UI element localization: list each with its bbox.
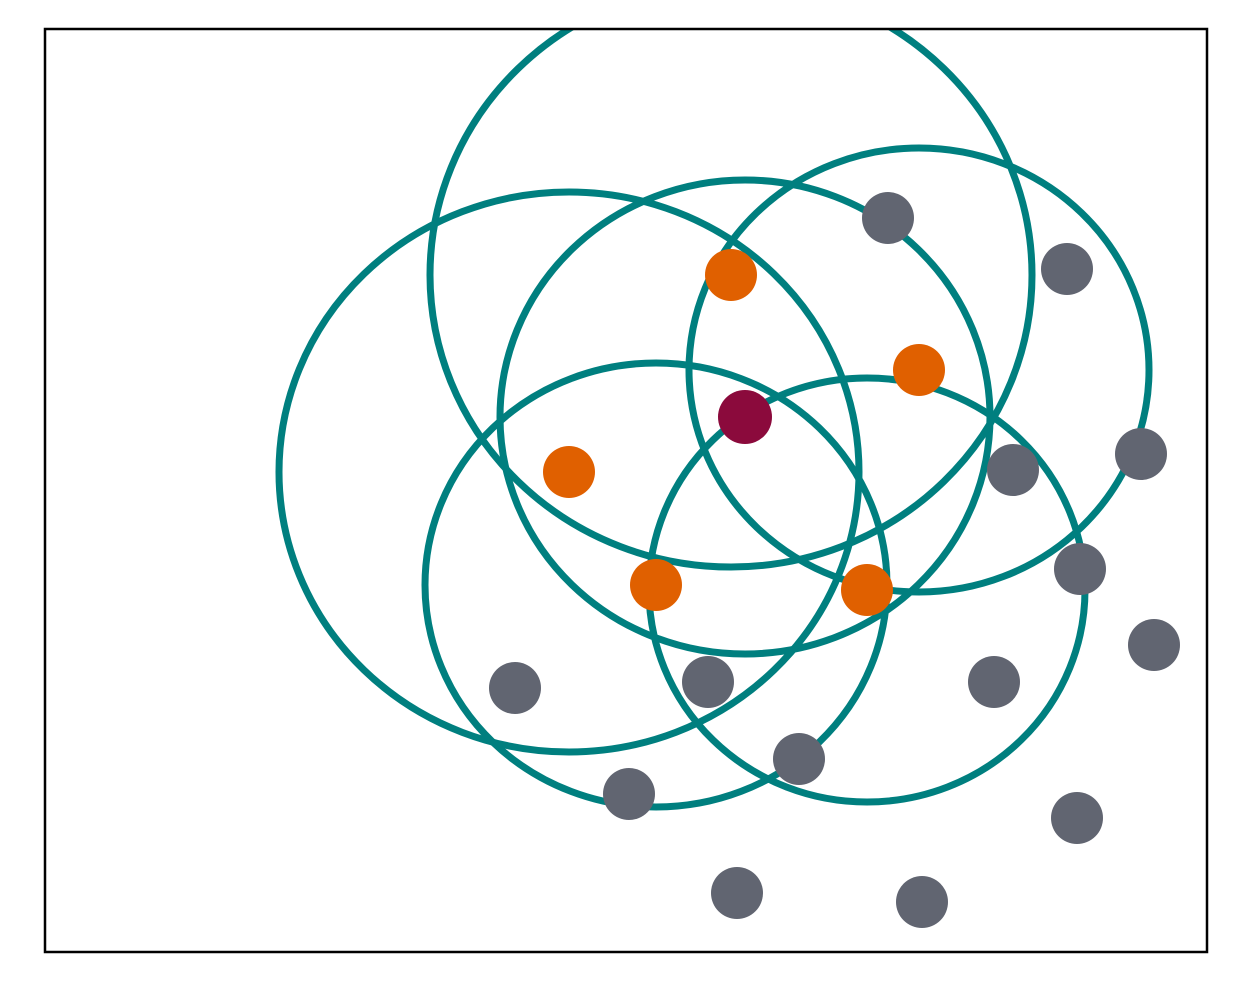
other-point <box>489 662 541 714</box>
neighbor-point <box>893 344 945 396</box>
other-point <box>1051 792 1103 844</box>
other-point <box>1128 619 1180 671</box>
center-point <box>718 390 772 444</box>
other-point <box>773 733 825 785</box>
other-point <box>711 867 763 919</box>
neighbor-point <box>630 559 682 611</box>
other-point <box>968 656 1020 708</box>
neighbor-point <box>705 249 757 301</box>
other-point <box>603 768 655 820</box>
plot-frame <box>43 27 1209 954</box>
neighbor-points <box>543 249 945 616</box>
other-point <box>682 656 734 708</box>
other-point <box>1115 428 1167 480</box>
neighbor-radius-circle <box>685 144 1153 596</box>
other-point <box>1041 243 1093 295</box>
neighbor-radius-circle <box>275 188 863 756</box>
neighbor-point <box>543 446 595 498</box>
other-points <box>489 192 1180 928</box>
other-point <box>862 192 914 244</box>
other-point <box>896 876 948 928</box>
other-point <box>987 444 1039 496</box>
center-point-group <box>718 390 772 444</box>
other-point <box>1054 543 1106 595</box>
neighbor-radius-circle <box>426 29 1036 571</box>
neighbor-point <box>841 564 893 616</box>
